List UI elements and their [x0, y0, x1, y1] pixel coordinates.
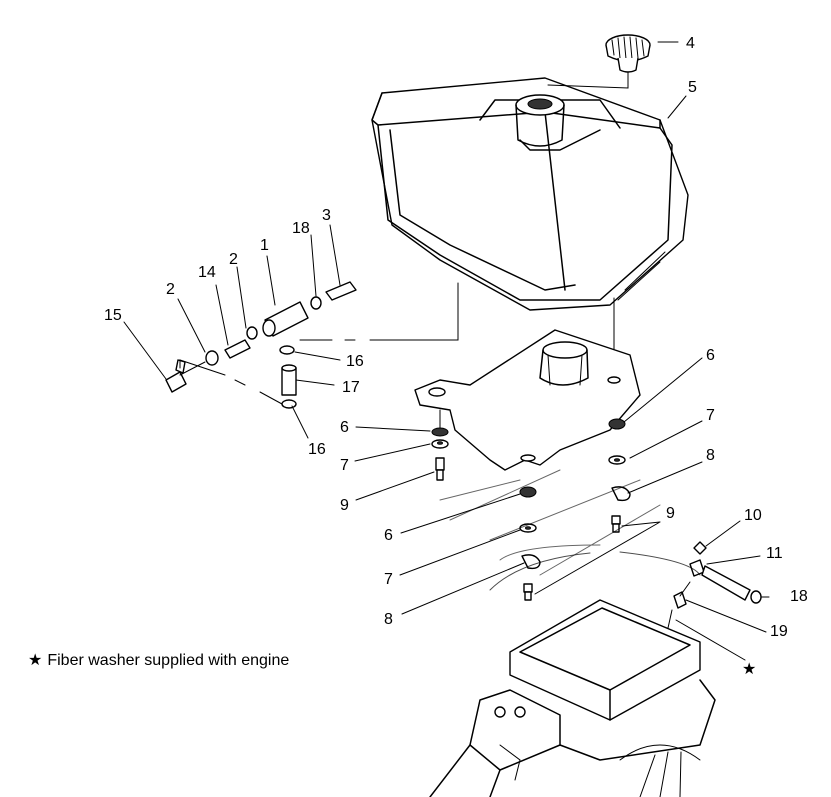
callout-5: 5: [688, 79, 697, 96]
callout-labels: 4 5 3 18 1 2 14 2 15 16 17 16 6 7 9 6 7 …: [104, 35, 808, 678]
left-fasteners: [431, 409, 449, 481]
callout-14: 14: [198, 264, 216, 281]
fuel-tank: [371, 77, 689, 311]
callout-15: 15: [104, 307, 122, 324]
callout-11: 11: [766, 545, 783, 562]
star-icon: ★: [28, 652, 43, 669]
fuel-line-assembly: [165, 281, 357, 409]
callout-7-center: 7: [384, 571, 393, 588]
callout-19: 19: [770, 623, 788, 640]
fuel-fitting-assembly: [667, 541, 762, 629]
leader-lines: [123, 41, 770, 661]
callout-16-lower: 16: [308, 441, 326, 458]
callout-18-left: 18: [292, 220, 310, 237]
callout-7-left: 7: [340, 457, 349, 474]
callout-1: 1: [260, 237, 269, 254]
engine: [429, 599, 716, 797]
callout-17: 17: [342, 379, 360, 396]
callout-18-right: 18: [790, 588, 808, 605]
callout-7-right: 7: [706, 407, 715, 424]
callout-16-upper: 16: [346, 353, 364, 370]
callout-2-lower: 2: [166, 281, 175, 298]
fuel-cap: [547, 34, 651, 89]
callout-4: 4: [686, 35, 695, 52]
callout-9-left: 9: [340, 497, 349, 514]
right-fasteners: [608, 418, 631, 533]
callout-6-left: 6: [340, 419, 349, 436]
callout-star: ★: [742, 661, 756, 678]
callout-9-right: 9: [666, 505, 675, 522]
mounting-plate: [414, 329, 641, 471]
footnote-text: Fiber washer supplied with engine: [47, 652, 290, 669]
callout-6-right: 6: [706, 347, 715, 364]
callout-8-right: 8: [706, 447, 715, 464]
callout-6-center: 6: [384, 527, 393, 544]
callout-10: 10: [744, 507, 762, 524]
center-fasteners: [519, 486, 541, 601]
callout-2-upper: 2: [229, 251, 238, 268]
callout-8-center: 8: [384, 611, 393, 628]
callout-3: 3: [322, 207, 331, 224]
footnote: ★Fiber washer supplied with engine: [28, 650, 289, 670]
